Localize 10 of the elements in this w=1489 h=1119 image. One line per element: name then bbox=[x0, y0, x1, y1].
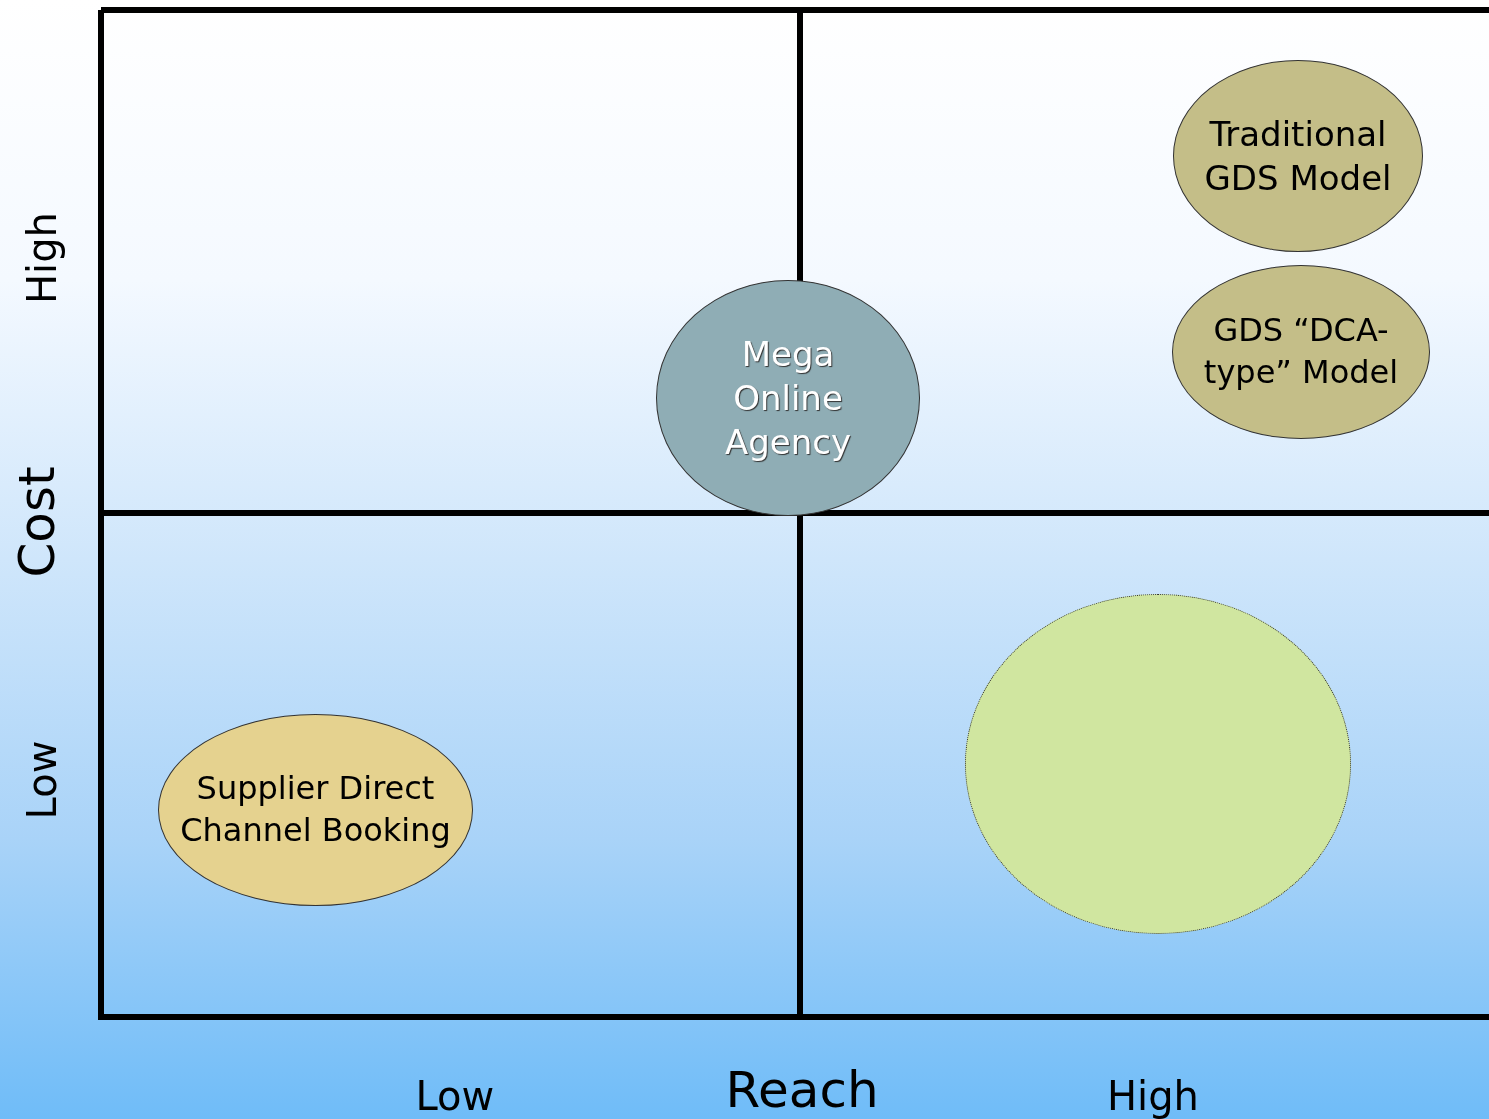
node-label: Traditional GDS Model bbox=[1203, 112, 1393, 200]
node-label: GDS “DCA-type” Model bbox=[1202, 310, 1400, 393]
node-label: Supplier Direct Channel Booking bbox=[179, 768, 452, 851]
axis-title: Reach bbox=[725, 1061, 879, 1119]
axis-tick-label: Low bbox=[18, 740, 65, 820]
node-label: Mega Online Agency bbox=[723, 332, 853, 465]
axis-title: Cost bbox=[7, 466, 66, 578]
axis-tick-label: Low bbox=[415, 1073, 495, 1119]
axis-tick-label: High bbox=[18, 212, 65, 304]
axis-tick-label: High bbox=[1107, 1073, 1199, 1119]
